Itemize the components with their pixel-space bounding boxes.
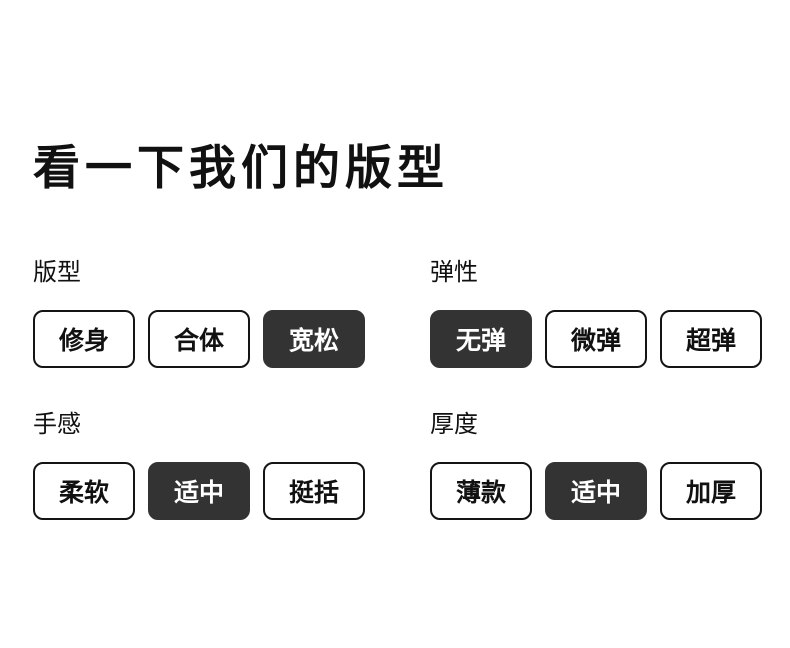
options-row-elasticity: 无弹 微弹 超弹 (430, 310, 762, 368)
option-medium-thickness[interactable]: 适中 (545, 462, 647, 520)
option-no-stretch[interactable]: 无弹 (430, 310, 532, 368)
option-thin[interactable]: 薄款 (430, 462, 532, 520)
section-label-feel: 手感 (33, 411, 81, 438)
section-label-thickness: 厚度 (430, 411, 478, 438)
section-thickness: 厚度 薄款 适中 加厚 (430, 410, 762, 520)
section-fit: 版型 修身 合体 宽松 (33, 258, 430, 368)
option-slim-fit[interactable]: 修身 (33, 310, 135, 368)
option-crisp-feel[interactable]: 挺括 (263, 462, 365, 520)
section-label-elasticity: 弹性 (430, 259, 478, 286)
option-slight-stretch[interactable]: 微弹 (545, 310, 647, 368)
page-title: 看一下我们的版型 (33, 141, 449, 194)
attributes-grid: 版型 修身 合体 宽松 弹性 无弹 微弹 超弹 手感 柔软 适中 挺括 (33, 258, 762, 520)
option-regular-fit[interactable]: 合体 (148, 310, 250, 368)
option-high-stretch[interactable]: 超弹 (660, 310, 762, 368)
options-row-thickness: 薄款 适中 加厚 (430, 462, 762, 520)
section-elasticity: 弹性 无弹 微弹 超弹 (430, 258, 762, 368)
option-soft-feel[interactable]: 柔软 (33, 462, 135, 520)
option-medium-feel[interactable]: 适中 (148, 462, 250, 520)
section-feel: 手感 柔软 适中 挺括 (33, 410, 430, 520)
options-row-feel: 柔软 适中 挺括 (33, 462, 430, 520)
option-thick[interactable]: 加厚 (660, 462, 762, 520)
option-loose-fit[interactable]: 宽松 (263, 310, 365, 368)
section-label-fit: 版型 (33, 259, 81, 286)
options-row-fit: 修身 合体 宽松 (33, 310, 430, 368)
